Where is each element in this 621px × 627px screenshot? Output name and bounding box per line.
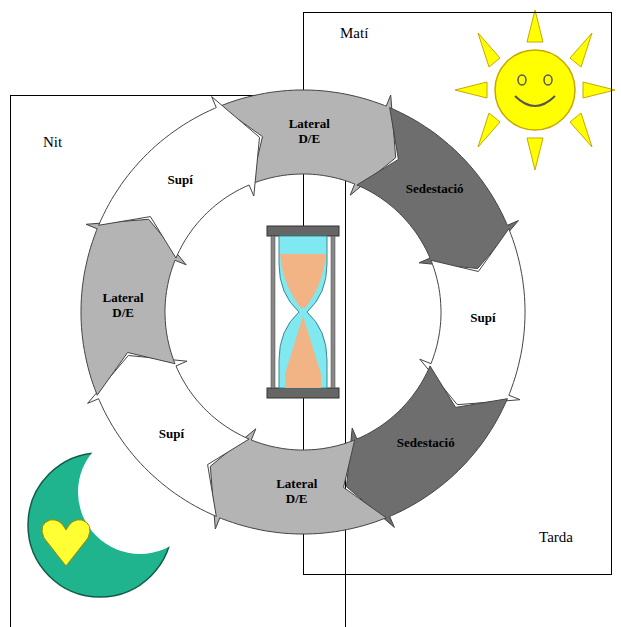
sun-ray <box>527 138 543 170</box>
text-holder: Lateral D/E <box>268 477 326 507</box>
arrow-shape <box>88 356 250 517</box>
supine-arrow: Supí <box>96 94 262 261</box>
text-holder: Lateral D/E <box>280 117 338 147</box>
hourglass-sand <box>285 316 321 374</box>
node-label: Lateral D/E <box>280 117 338 147</box>
moon-crescent <box>28 453 172 597</box>
arrow-shape <box>99 97 260 259</box>
sun <box>455 10 615 170</box>
moon <box>28 453 172 597</box>
text-holder: Supí <box>168 173 193 188</box>
hourglass-cap <box>267 226 339 236</box>
sun-ray <box>527 10 543 42</box>
node-label: Sedestació <box>397 436 455 451</box>
moon-heart <box>42 520 90 566</box>
sun-smile <box>515 96 555 106</box>
text-holder: Lateral D/E <box>94 291 152 321</box>
node-label: Nit <box>43 134 62 151</box>
hourglass-sand <box>280 254 326 308</box>
text-holder: Supí <box>470 311 495 326</box>
node-label: Matí <box>340 25 368 42</box>
hourglass-post <box>331 236 335 388</box>
arrow-shape <box>347 366 508 528</box>
node-label: Supí <box>470 311 495 326</box>
node-label: Lateral D/E <box>268 477 326 507</box>
hourglass-sand <box>285 374 321 388</box>
text-holder: Sedestació <box>397 436 455 451</box>
hourglass-glass <box>279 236 327 388</box>
sun-eye <box>518 75 526 85</box>
sun-ray <box>583 82 615 98</box>
sun-ray <box>478 33 500 67</box>
sun-ray <box>455 82 487 98</box>
sun-ray <box>570 33 592 67</box>
sun-ray <box>570 113 592 147</box>
text-holder: Matí <box>340 25 368 42</box>
hourglass-post <box>271 236 275 388</box>
arrow-shape <box>357 108 519 269</box>
text-holder: Sedestació <box>406 182 464 197</box>
text-holder: Nit <box>43 134 62 151</box>
sun-eye <box>544 75 552 85</box>
hourglass <box>265 224 341 400</box>
node-label: Lateral D/E <box>94 291 152 321</box>
node-label: Supí <box>159 427 184 442</box>
sun-ray <box>478 113 500 147</box>
sun-disc <box>495 50 575 130</box>
text-holder: Supí <box>159 427 184 442</box>
text-holder: Tarda <box>539 529 573 546</box>
node-label: Sedestació <box>406 182 464 197</box>
node-label: Tarda <box>539 529 573 546</box>
hourglass-cap <box>267 388 339 398</box>
node-label: Supí <box>168 173 193 188</box>
